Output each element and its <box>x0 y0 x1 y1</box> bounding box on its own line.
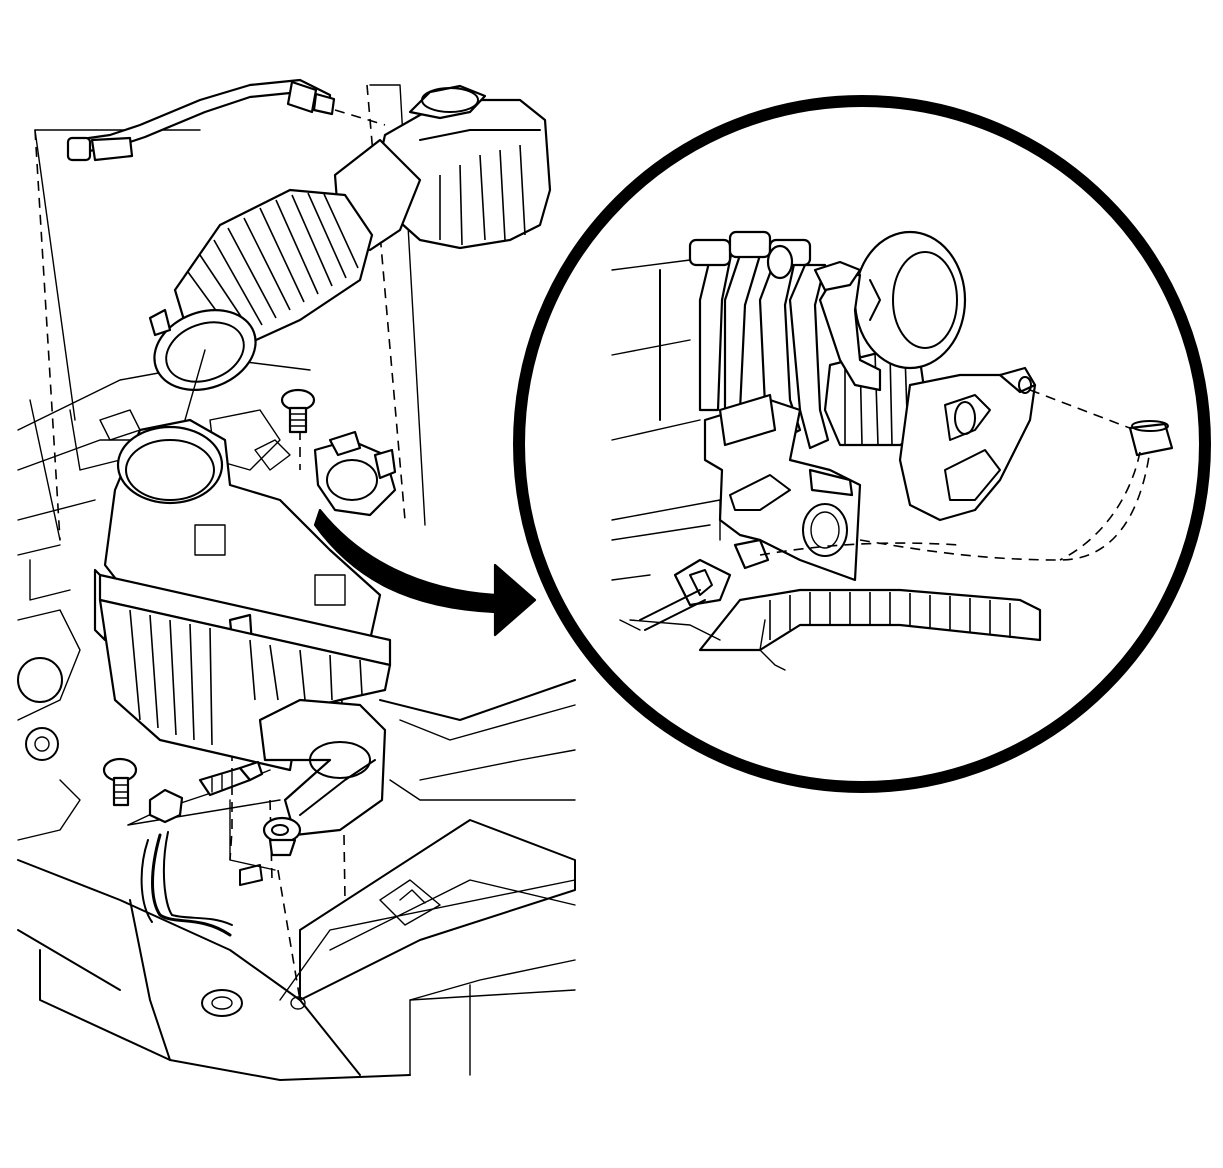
throttle-body <box>254 430 397 517</box>
bolt-upper <box>280 388 316 434</box>
engine-bay-background <box>17 359 576 1081</box>
vent-hose <box>66 78 336 162</box>
intake-duct <box>148 84 552 421</box>
detail-arrow <box>313 508 537 637</box>
air-cleaner-housing <box>93 418 392 837</box>
lower-hardware <box>102 757 302 937</box>
detail-view <box>611 230 1174 671</box>
